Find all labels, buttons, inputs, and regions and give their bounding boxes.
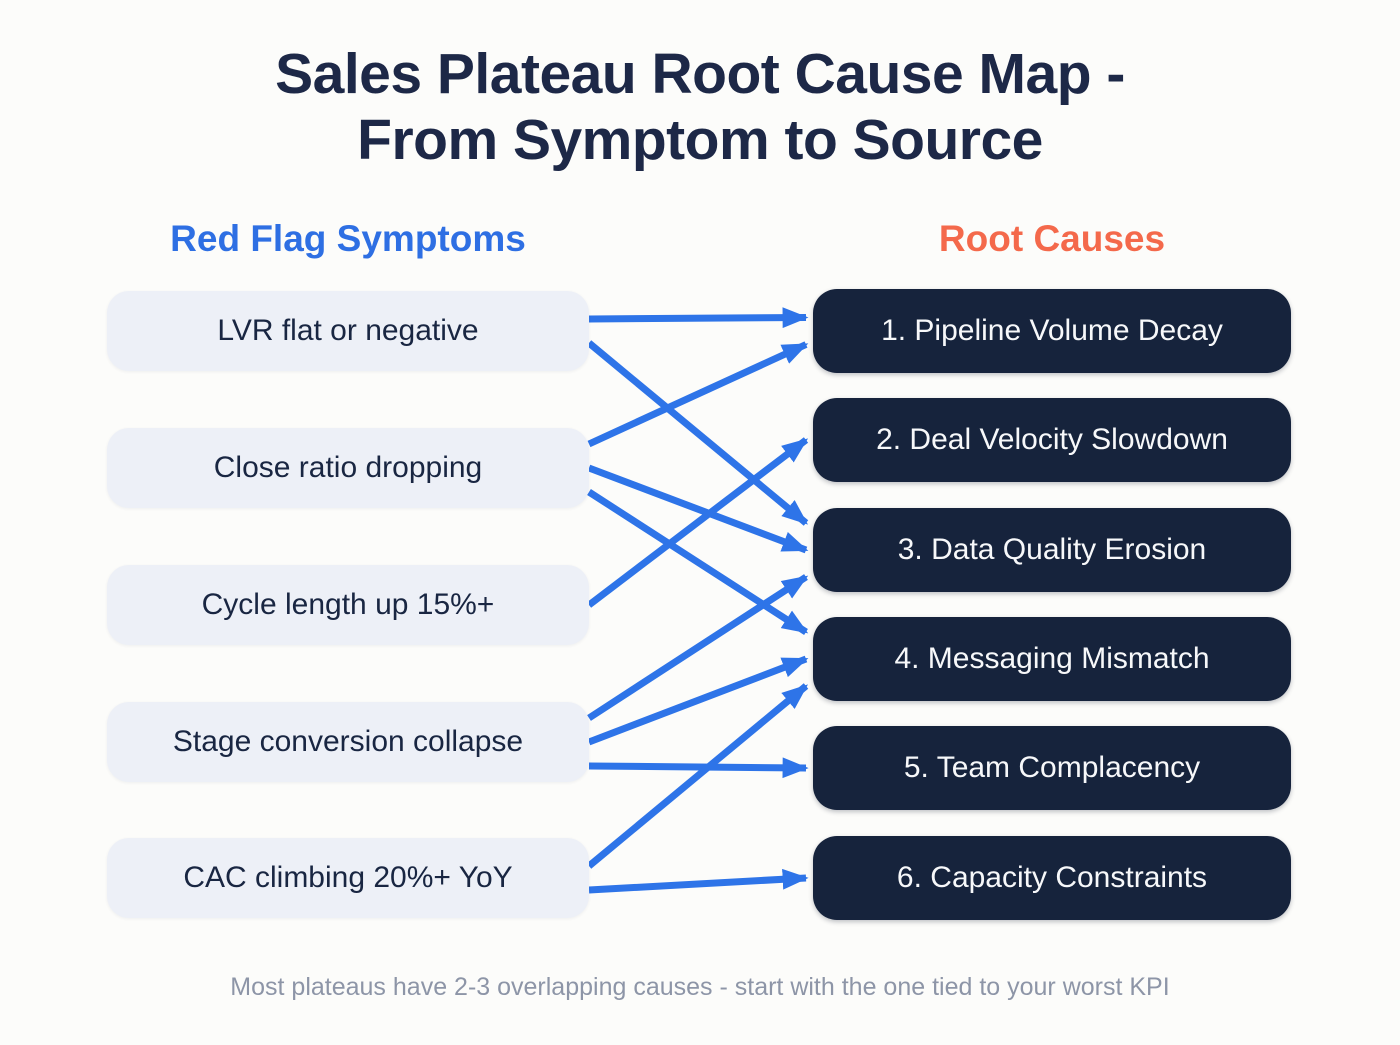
arrow-line [588, 868, 809, 894]
symptoms-column-header: Red Flag Symptoms [170, 218, 526, 259]
cause-box: 1. Pipeline Volume Decay [813, 289, 1291, 373]
footer-note: Most plateaus have 2-3 overlapping cause… [230, 973, 1170, 1001]
arrow-line [586, 340, 809, 526]
symptom-box-label: CAC climbing 20%+ YoY [183, 861, 513, 894]
arrow-line [587, 341, 809, 448]
causes-column-header: Root Causes [938, 218, 1166, 259]
arrow-line [587, 464, 809, 554]
cause-box-label: 3. Data Quality Erosion [897, 533, 1207, 566]
symptom-box-label: Close ratio dropping [213, 451, 483, 484]
page-title-line1: Sales Plateau Root Cause Map - [275, 42, 1125, 106]
cause-box-label: 4. Messaging Mismatch [894, 642, 1210, 675]
cause-box-label: 2. Deal Velocity Slowdown [876, 423, 1228, 456]
symptom-box-label: Stage conversion collapse [172, 725, 524, 758]
symptom-box: Cycle length up 15%+ [107, 565, 589, 645]
cause-box-label: 6. Capacity Constraints [896, 861, 1208, 894]
symptom-box-label: LVR flat or negative [217, 314, 479, 347]
symptom-box: Stage conversion collapse [107, 702, 589, 782]
symptom-box: CAC climbing 20%+ YoY [107, 838, 589, 918]
cause-box-label: 1. Pipeline Volume Decay [881, 314, 1223, 347]
arrow-line [588, 307, 809, 329]
arrow-line [587, 655, 809, 746]
page-title: Sales Plateau Root Cause Map -From Sympt… [0, 42, 1400, 173]
arrow-line [588, 757, 809, 779]
arrow-line [586, 437, 809, 608]
symptom-box: LVR flat or negative [107, 291, 589, 371]
cause-box: 4. Messaging Mismatch [813, 617, 1291, 701]
cause-box-label: 5. Team Complacency [903, 751, 1201, 784]
symptom-box-label: Cycle length up 15%+ [201, 588, 495, 621]
cause-box: 2. Deal Velocity Slowdown [813, 398, 1291, 482]
cause-box: 6. Capacity Constraints [813, 836, 1291, 920]
page-title-line2: From Symptom to Source [357, 107, 1043, 172]
cause-box: 3. Data Quality Erosion [813, 508, 1291, 592]
cause-box: 5. Team Complacency [813, 726, 1291, 810]
arrow-line [587, 574, 809, 721]
arrow-line [587, 489, 809, 635]
symptom-box: Close ratio dropping [107, 428, 589, 508]
arrow-line [586, 683, 809, 869]
